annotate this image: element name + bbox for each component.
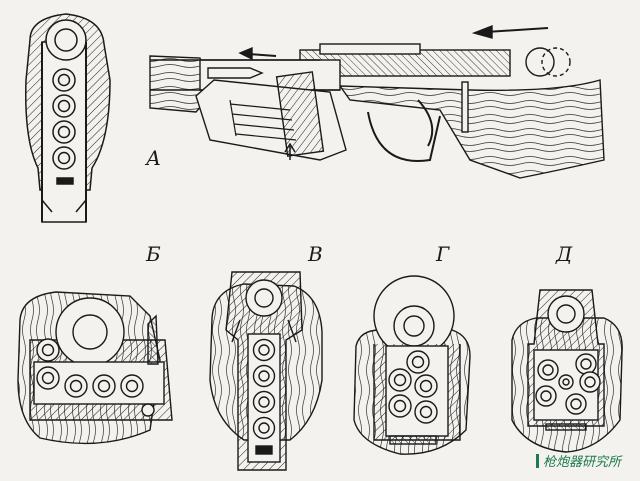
view-d-cartridges — [535, 353, 601, 415]
label-d: Д — [556, 242, 573, 266]
view-b-section — [17, 291, 173, 445]
view-a-rifle-side — [149, 24, 605, 179]
view-b-cartridges — [36, 338, 144, 398]
label-b: Б — [146, 242, 161, 266]
watermark-bar — [536, 454, 539, 468]
watermark: 枪炮器研究所 — [536, 452, 632, 474]
view-v-cartridges — [252, 338, 276, 440]
label-v: В — [308, 242, 323, 266]
view-g-section — [353, 275, 471, 455]
view-a-magazine-section — [25, 13, 111, 223]
view-d-section — [511, 289, 623, 453]
watermark-text: 枪炮器研究所 — [543, 455, 622, 470]
view-g-cartridges — [388, 350, 438, 424]
view-v-section — [209, 271, 323, 471]
arrow-left-small — [238, 46, 277, 61]
view-a-cartridges — [52, 68, 76, 170]
label-a: А — [146, 146, 162, 170]
arrow-left-large — [471, 24, 549, 39]
label-g: Г — [436, 242, 450, 266]
